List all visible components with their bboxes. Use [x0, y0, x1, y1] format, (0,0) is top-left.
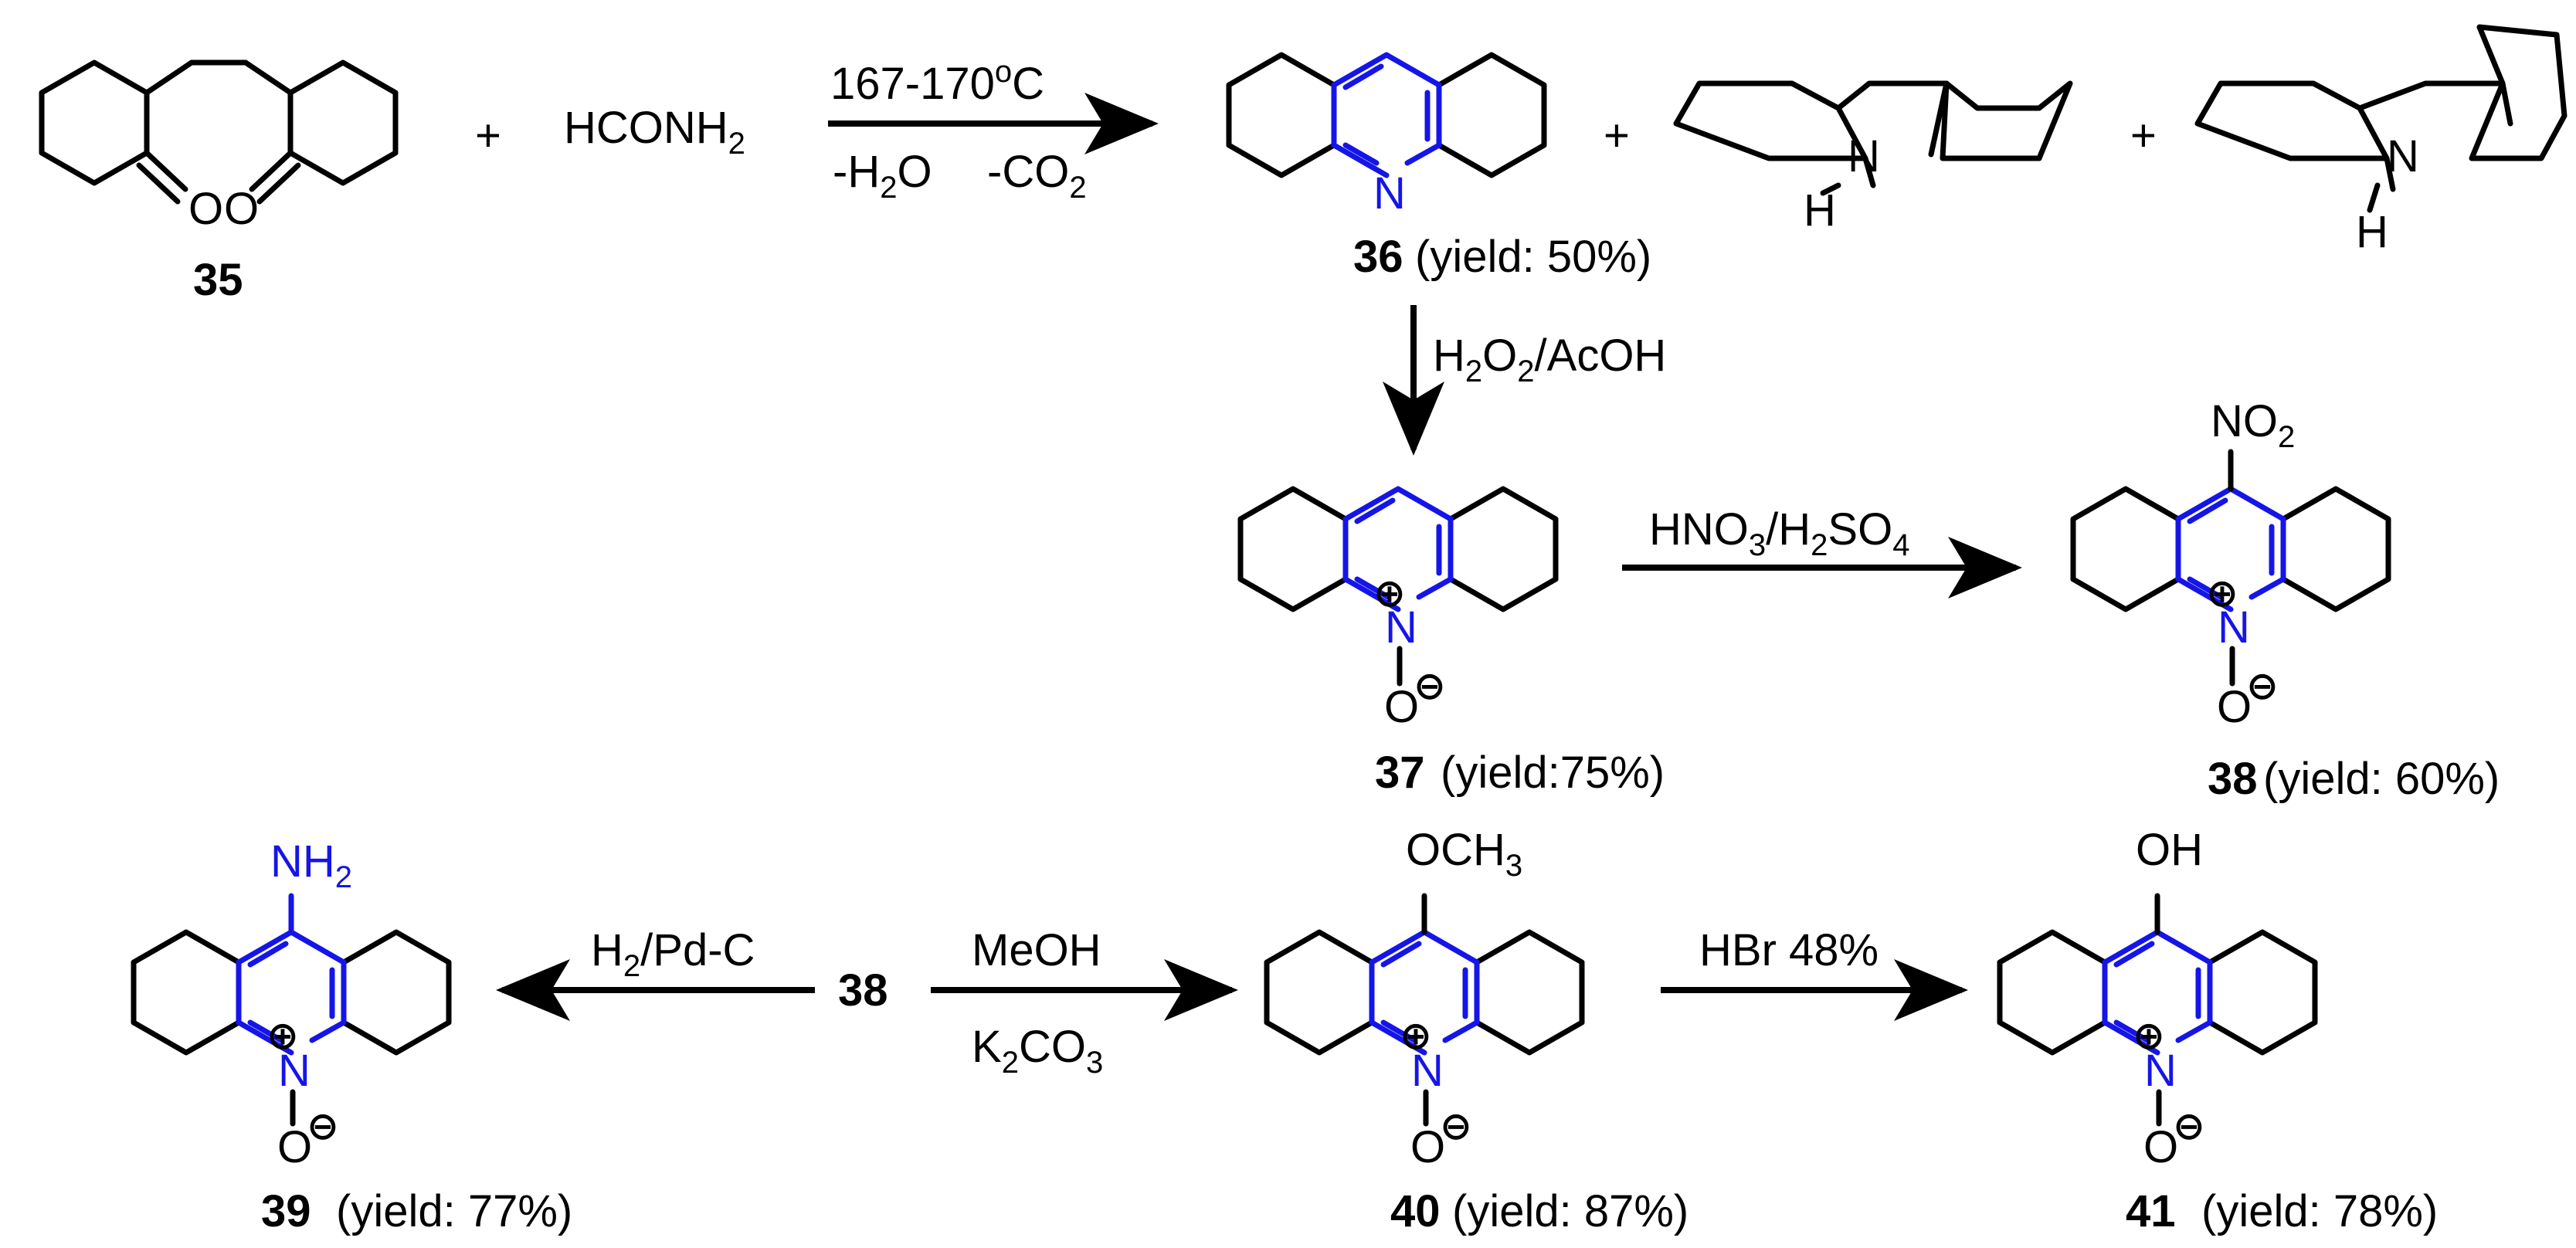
hydroxy-group-label: OH: [2136, 825, 2203, 875]
positive-charge-icon: ⊕: [266, 1013, 299, 1058]
nitrogen-label: N: [2144, 1046, 2177, 1096]
hydrogen-label: H: [2356, 207, 2388, 257]
condition-temperature: 167-170oC: [830, 55, 1044, 109]
condition-h2-pdc: H2/Pd-C: [591, 925, 755, 983]
compound-label-36: 36: [1353, 232, 1403, 282]
reagent-formamide: HCONH2: [564, 103, 745, 161]
negative-charge-icon: ⊖: [307, 1104, 339, 1148]
negative-charge-icon: ⊖: [1414, 663, 1446, 708]
compound-38: NO2 N ⊕ O ⊖ 38 (yield: 60%): [2070, 396, 2500, 804]
yield-37: (yield:75%): [1441, 748, 1665, 798]
oxygen-label: O: [1410, 1122, 1445, 1172]
nitrogen-label: N: [1385, 602, 1417, 653]
negative-charge-icon: ⊖: [2173, 1104, 2205, 1148]
condition-loss-co2: -CO2: [987, 147, 1087, 205]
compound-label-41: 41: [2126, 1186, 2176, 1236]
compound-37: N ⊕ O ⊖ 37 (yield:75%): [1237, 486, 1665, 798]
oxygen-label: O: [2217, 682, 2252, 732]
plus-sign: +: [475, 110, 501, 161]
compound-label-38: 38: [2208, 754, 2258, 804]
negative-charge-icon: ⊖: [1440, 1104, 1472, 1148]
compound-label-39: 39: [261, 1186, 311, 1236]
compound-39: NH2 N ⊕ O ⊖ 39 (yield: 77%): [131, 836, 572, 1236]
condition-loss-water: -H2O: [833, 147, 932, 205]
compound-41: OH N ⊕ O ⊖ 41 (yield: 78%): [1997, 825, 2438, 1236]
condition-meoh: MeOH: [972, 925, 1101, 975]
compound-label-38-reference: 38: [838, 965, 888, 1016]
condition-hbr: HBr 48%: [1699, 925, 1879, 975]
nitrogen-label: N: [1848, 131, 1880, 181]
byproduct-decahydroacridine-1: N H: [1673, 80, 2073, 236]
condition-h2o2-acoh: H2O2/AcOH: [1433, 331, 1666, 388]
nitro-group-label: NO2: [2211, 396, 2295, 454]
compound-40: OCH3 N ⊕ O ⊖ 40 (yield: 87%): [1264, 825, 1688, 1236]
yield-39: (yield: 77%): [336, 1186, 572, 1236]
condition-hno3-h2so4: HNO3/H2SO4: [1649, 504, 1909, 562]
hydrogen-label: H: [1804, 185, 1836, 236]
yield-41: (yield: 78%): [2201, 1186, 2438, 1236]
oxygen-label: O: [188, 184, 223, 234]
nitrogen-label: N: [278, 1046, 311, 1096]
positive-charge-icon: ⊕: [2206, 571, 2238, 616]
compound-36: N 36 (yield: 50%): [1226, 52, 1651, 282]
nitrogen-label: N: [2387, 131, 2419, 181]
oxygen-label: O: [277, 1122, 312, 1172]
compound-label-40: 40: [1390, 1186, 1441, 1236]
oxygen-label: O: [224, 184, 259, 234]
plus-sign: +: [2130, 110, 2157, 161]
negative-charge-icon: ⊖: [2246, 663, 2279, 708]
positive-charge-icon: ⊕: [1400, 1013, 1432, 1058]
oxygen-label: O: [2143, 1122, 2178, 1172]
amino-group-label: NH2: [270, 836, 352, 894]
nitrogen-label: N: [1411, 1046, 1444, 1096]
byproduct-decahydroacridine-2: N H: [2194, 24, 2568, 257]
positive-charge-icon: ⊕: [1373, 571, 1406, 616]
compound-label-35: 35: [193, 255, 243, 305]
yield-40: (yield: 87%): [1452, 1186, 1688, 1236]
methoxy-group-label: OCH3: [1406, 825, 1522, 883]
positive-charge-icon: ⊕: [2133, 1013, 2165, 1058]
nitrogen-label: N: [2218, 602, 2250, 653]
compound-label-37: 37: [1375, 748, 1425, 798]
plus-sign: +: [1604, 110, 1630, 161]
yield-38: (yield: 60%): [2263, 754, 2500, 804]
compound-35: O O 35: [39, 59, 399, 305]
yield-36: (yield: 50%): [1415, 232, 1651, 282]
oxygen-label: O: [1384, 682, 1419, 732]
nitrogen-label: N: [1373, 168, 1406, 219]
condition-k2co3: K2CO3: [972, 1022, 1103, 1080]
